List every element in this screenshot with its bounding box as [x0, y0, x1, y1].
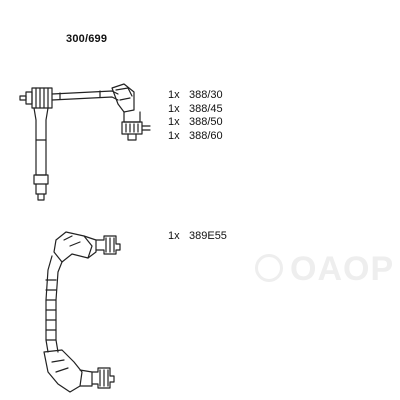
part-code: 388/30	[189, 89, 223, 101]
list-item: 1x 388/60	[168, 130, 223, 144]
watermark-text: OAOP	[290, 250, 395, 288]
part-code: 388/45	[189, 102, 223, 115]
bottom-lead-bottom-terminal	[91, 367, 115, 389]
part-qty: 1x	[168, 89, 180, 101]
top-lead-plug-tube	[33, 107, 49, 176]
list-item: 1x 388/50	[168, 116, 223, 130]
bottom-lead-cable	[45, 255, 53, 353]
part-qty: 1x	[168, 129, 180, 142]
part-code: 389E55	[189, 230, 227, 242]
top-lead-angled-boot	[111, 83, 135, 113]
part-qty: 1x	[168, 116, 180, 128]
list-item: 1x 388/45	[168, 103, 223, 117]
watermark-circle-icon	[255, 254, 283, 282]
part-qty: 1x	[168, 230, 180, 242]
list-item: 1x 389E55	[168, 230, 227, 244]
top-lead-straight-boot	[19, 95, 27, 101]
part-number: 300/699	[66, 33, 108, 45]
top-lead-terminal	[123, 111, 141, 123]
part-code: 388/60	[189, 129, 223, 142]
top-set-parts-list: 1x 388/30 1x 388/45 1x 388/50 1x 388/60	[168, 89, 223, 143]
top-lead-cable	[51, 90, 119, 95]
part-code: 388/50	[189, 116, 223, 128]
list-item: 1x 388/30	[168, 89, 223, 103]
bottom-set-parts-list: 1x 389E55	[168, 230, 227, 244]
bottom-lead-bottom-boot	[43, 349, 83, 393]
part-qty: 1x	[168, 102, 180, 115]
bottom-lead-top-terminal	[95, 235, 121, 255]
